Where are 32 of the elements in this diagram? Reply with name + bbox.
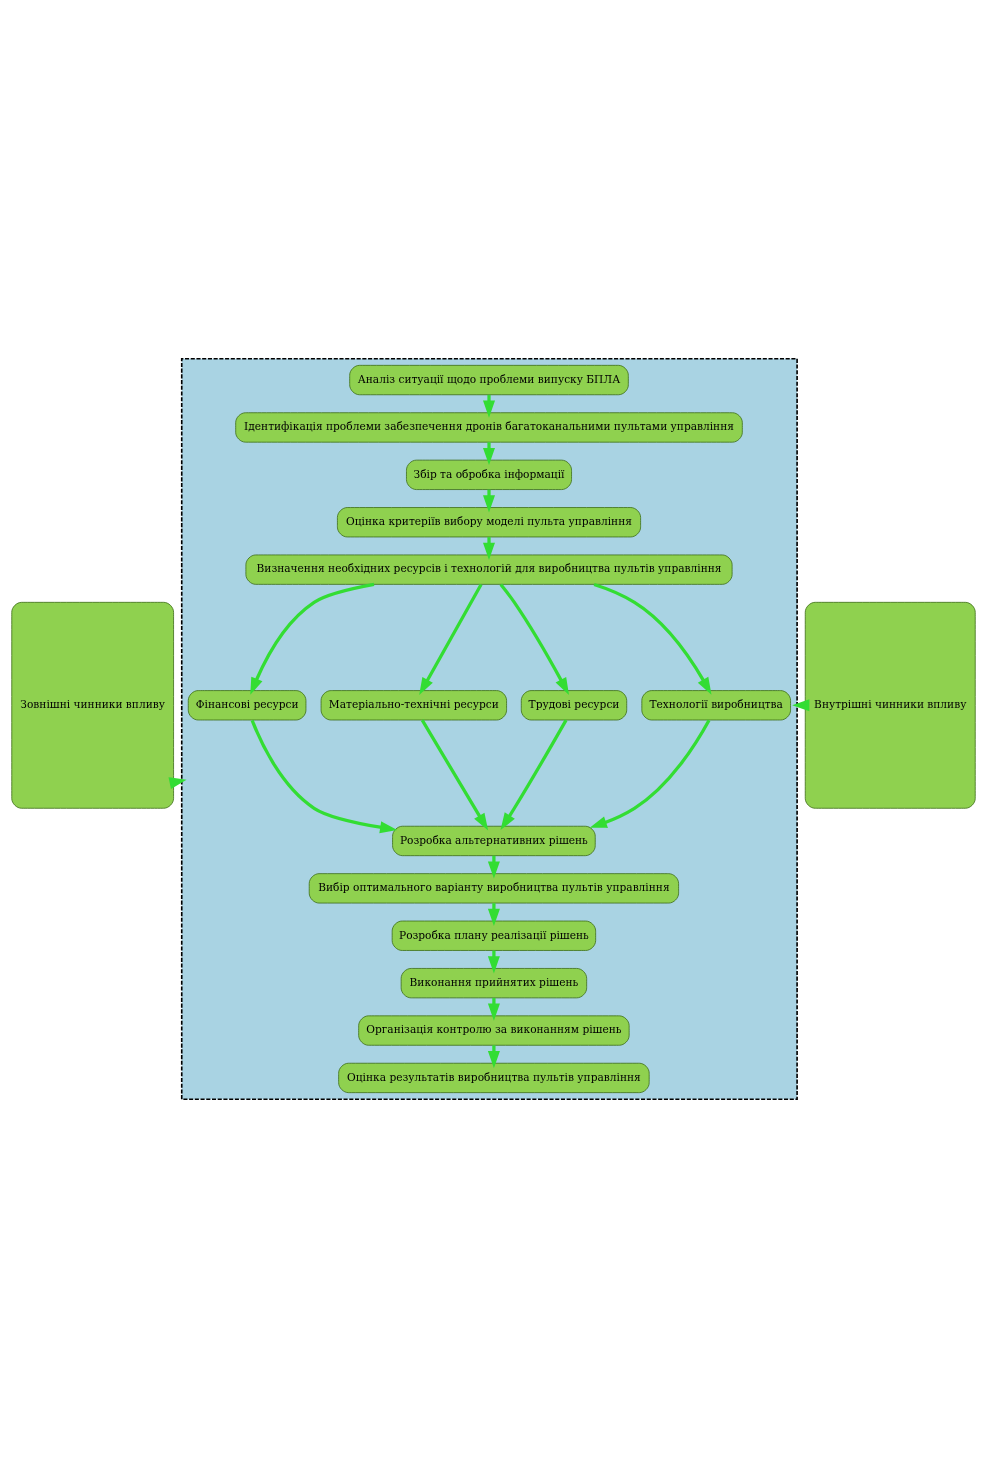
arrow <box>500 718 568 830</box>
arrow <box>487 1044 500 1068</box>
node-box: Фінансові ресурси <box>187 689 307 720</box>
arrow <box>483 441 496 465</box>
node-box: Матеріально-технічні ресурси <box>320 689 507 720</box>
arrow <box>487 997 500 1021</box>
node-box: Внутрішні чинники впливу <box>804 601 976 809</box>
arrow <box>250 582 375 695</box>
node-box: Аналіз ситуації щодо проблеми випуску БПЛА <box>349 364 629 395</box>
node-box: Виконання прийнятих рішень <box>400 967 588 998</box>
node-box: Оцінка результатів виробництва пультів управління <box>338 1062 650 1093</box>
node-box: Організація контролю за виконанням рішень <box>358 1014 630 1046</box>
arrow <box>250 719 398 833</box>
node-box: Вибір оптимального варіанту виробництва пультів управління <box>308 872 679 903</box>
node-box: Оцінка критеріїв вибору моделі пульта управління <box>337 506 641 537</box>
node-box: Трудові ресурси <box>520 689 628 720</box>
node-box: Збір та обробка інформації <box>406 459 572 490</box>
arrow <box>419 583 483 695</box>
arrow <box>487 902 500 926</box>
arrow <box>168 776 187 789</box>
node-box: Ідентифікація проблеми забезпечення дронів багатоканальними пультами управління <box>235 411 743 443</box>
arrow <box>499 582 570 695</box>
node-box: Розробка плану реалізації рішень <box>391 920 597 951</box>
node-box: Розробка альтернативних рішень <box>392 825 596 856</box>
arrow <box>593 582 712 695</box>
cluster <box>180 357 798 1100</box>
arrow <box>792 698 810 711</box>
node-box: Технології виробництва <box>641 689 791 720</box>
arrow <box>589 718 711 828</box>
arrow <box>420 718 489 830</box>
node-box: Визначення необхідних ресурсів і технологій для виробництва пультів управління <box>245 554 733 585</box>
arrow <box>483 536 496 560</box>
